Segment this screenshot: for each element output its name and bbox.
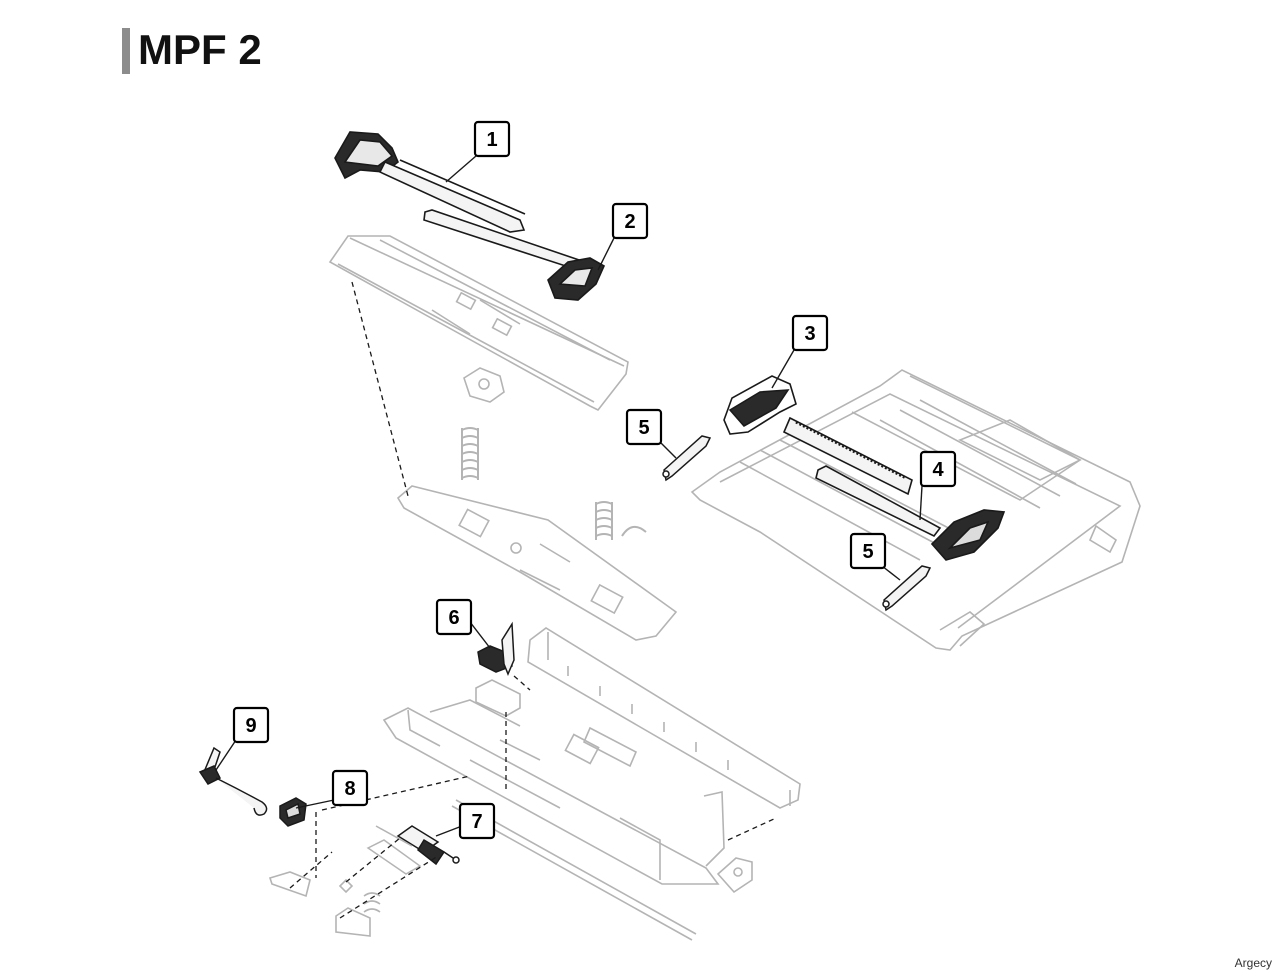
alignment-lines-bottom (289, 675, 777, 919)
callout-label: 1 (486, 129, 497, 151)
part-paper-guide-left (334, 131, 526, 233)
callout-9: 9 (232, 706, 270, 744)
part-tray-guide-right (815, 465, 1006, 561)
callout-5: 5 (625, 408, 663, 446)
callout-label: 4 (932, 459, 944, 481)
part-sensor-lever (198, 746, 268, 816)
alignment-lines-top (351, 281, 409, 497)
part-paper-guide-right (423, 209, 606, 301)
callout-6: 6 (435, 598, 473, 636)
callout-label: 7 (471, 811, 482, 833)
callout-7: 7 (458, 802, 496, 840)
part-lift-plate (396, 485, 678, 641)
callout-1: 1 (473, 120, 511, 158)
part-frame-upper (527, 627, 801, 809)
part-link-left (662, 435, 712, 482)
title-accent-bar (122, 28, 130, 74)
part-feed-bracket (475, 679, 521, 717)
page-title: MPF 2 (138, 26, 262, 73)
callout-label: 5 (638, 417, 649, 439)
part-lift-bracket (463, 367, 505, 403)
part-main-tray (690, 369, 1141, 651)
callout-label: 3 (804, 323, 815, 345)
callout-label: 9 (245, 715, 256, 737)
part-sensor-actuator (477, 621, 515, 676)
callout-label: 8 (344, 778, 355, 800)
part-spring-right (595, 501, 647, 540)
part-small-bracket-left (268, 871, 371, 937)
part-tray-guide-left (723, 375, 913, 496)
callout-3: 3 (791, 314, 829, 352)
part-pick-roller (396, 825, 460, 866)
part-pad-spring (338, 878, 381, 913)
part-base-frame (382, 699, 725, 885)
part-separator-pad (366, 825, 422, 875)
part-sensor-connector (279, 797, 307, 827)
callout-8: 8 (331, 769, 369, 807)
callout-label: 5 (862, 541, 873, 563)
part-guide-tray (328, 235, 629, 412)
callout-4: 4 (919, 450, 957, 488)
part-spring-left (461, 427, 479, 480)
callout-leaders (215, 155, 923, 837)
part-link-right (882, 565, 932, 612)
watermark: Argecy (1234, 956, 1272, 970)
callout-2: 2 (611, 202, 649, 240)
part-side-cam (716, 857, 753, 894)
callout-5-lower: 5 (849, 532, 887, 570)
callout-label: 6 (448, 607, 459, 629)
callout-label: 2 (624, 211, 635, 233)
